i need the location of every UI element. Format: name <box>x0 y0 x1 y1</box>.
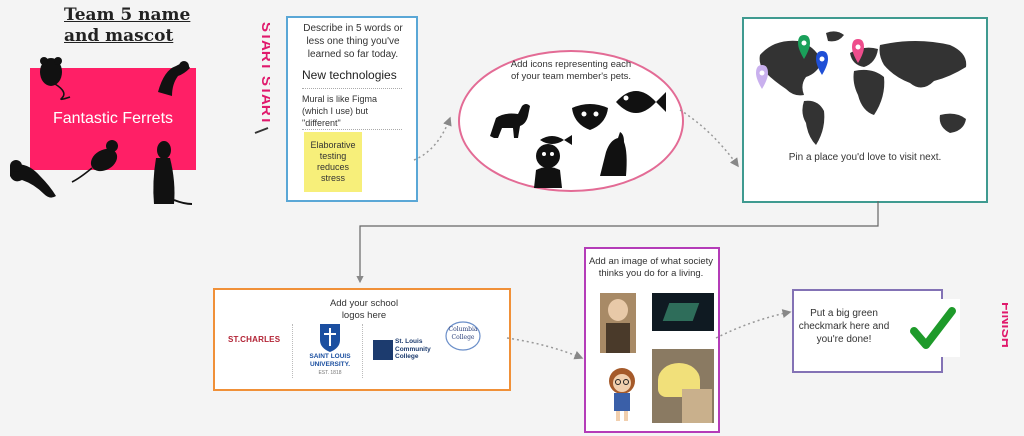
divider <box>292 324 294 378</box>
team-title-line1: Team 5 name <box>64 5 191 25</box>
meerkat-icon <box>153 141 193 205</box>
columbia-emblem <box>445 321 481 351</box>
pets-prompt: Add icons representing each of your team… <box>510 59 632 82</box>
slu-name-line2: UNIVERSITY. <box>309 361 351 368</box>
reflection-note: Mural is like Figma (which I use) but "d… <box>302 94 378 128</box>
photo-hardhat[interactable] <box>652 349 714 423</box>
puppy-icon <box>534 144 562 188</box>
divider <box>302 129 402 130</box>
finish-label-text: FINISH <box>999 302 1008 348</box>
divider <box>362 324 364 378</box>
green-checkmark-icon[interactable] <box>904 299 960 357</box>
ferret-icon <box>158 61 190 96</box>
society-prompt: Add an image of what society thinks you … <box>588 256 714 279</box>
finish-label: FINISH <box>999 302 1008 348</box>
start-label: START START <box>258 22 270 125</box>
connector-society-to-finish <box>715 309 792 339</box>
school-logos-prompt: Add your school logos here <box>329 298 399 321</box>
mascot-silhouettes <box>10 57 193 205</box>
map-pin-icon[interactable] <box>852 39 864 63</box>
st-charles-logo: ST.CHARLES <box>228 335 281 344</box>
columbia-logo: Columbia College <box>443 318 483 354</box>
cartoon-girl-image <box>609 368 635 421</box>
school-logos-card[interactable]: Add your school logos here ST.CHARLES SA… <box>213 288 511 391</box>
slu-logo: SAINT LOUIS UNIVERSITY. EST. 1818 <box>304 322 356 380</box>
finish-card[interactable]: Put a big green checkmark here and you'r… <box>792 289 960 373</box>
slu-name-line1: SAINT LOUIS <box>309 353 351 360</box>
rat-icon <box>40 57 71 101</box>
reflection-card[interactable]: Describe in 5 words or less one thing yo… <box>286 16 418 202</box>
start-label-text: START <box>258 76 270 125</box>
pets-oval[interactable]: Add icons representing each of your team… <box>458 50 684 192</box>
finish-prompt: Put a big green checkmark here and you'r… <box>798 308 890 345</box>
rat-icon <box>71 140 118 183</box>
stlcc-name-line2: Community <box>395 345 431 353</box>
photo-cartoon-girl[interactable] <box>600 365 644 423</box>
columbia-name-line1: Columbia <box>448 326 478 333</box>
map-card[interactable]: Pin a place you'd love to visit next. <box>742 17 988 203</box>
map-pin-icon[interactable] <box>816 51 828 75</box>
map-caption: Pin a place you'd love to visit next. <box>788 152 942 163</box>
ferret-icon <box>10 160 56 198</box>
mascot-name: Fantastic Ferrets <box>52 110 174 127</box>
dog-face-icon <box>572 104 608 130</box>
connector-schools-to-society <box>506 337 584 360</box>
map-pin-icon[interactable] <box>798 35 810 59</box>
sticky-note-text: Elaborative testing reduces stress <box>310 140 356 183</box>
shield-icon <box>320 324 340 352</box>
dog-icon <box>490 104 530 138</box>
stlcc-logo: St. Louis Community College <box>373 338 439 362</box>
reflection-prompt: Describe in 5 words or less one thing yo… <box>303 23 403 60</box>
slu-established: EST. 1818 <box>318 370 342 376</box>
photo-hacker[interactable] <box>652 293 714 331</box>
map-pin-icon[interactable] <box>756 65 768 89</box>
stlcc-emblem <box>373 340 393 360</box>
stlcc-name-line3: College <box>395 353 419 360</box>
team-title: Team 5 name and mascot <box>64 5 190 47</box>
pet-icons <box>490 91 666 188</box>
connector-pets-to-map <box>679 109 739 168</box>
connector-reflection-to-pets <box>413 116 452 161</box>
world-map[interactable] <box>744 19 986 151</box>
team-title-line2: and mascot <box>64 26 174 46</box>
fish-icon <box>616 91 666 113</box>
society-card[interactable]: Add an image of what society thinks you … <box>584 247 720 433</box>
fish-icon <box>540 135 572 145</box>
start-label-text: START <box>258 22 270 71</box>
reflection-heading: New technologies <box>302 68 397 82</box>
dog-sitting-icon <box>600 132 627 176</box>
photo-student[interactable] <box>600 293 636 353</box>
stlcc-name-line1: St. Louis <box>395 338 423 345</box>
start-tick <box>254 127 269 134</box>
divider <box>302 88 402 89</box>
sticky-note[interactable]: Elaborative testing reduces stress <box>304 132 362 192</box>
columbia-name-line2: College <box>451 334 475 341</box>
